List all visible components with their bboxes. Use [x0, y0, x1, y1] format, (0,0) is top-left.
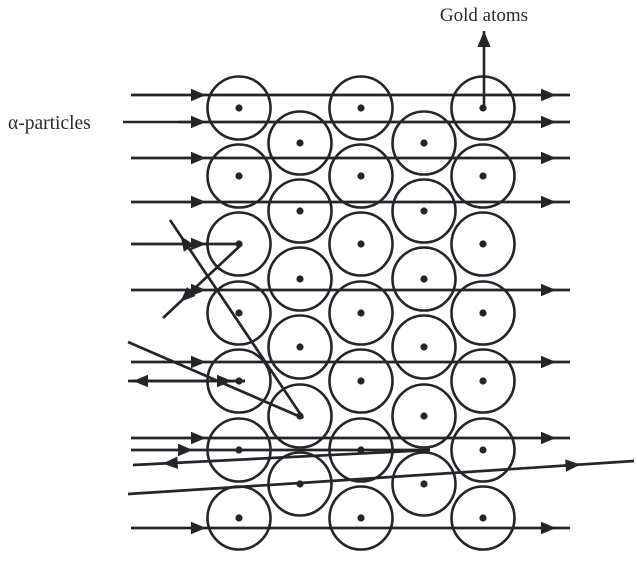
gold-atom-circle — [206, 280, 272, 346]
gold-atom-circle — [391, 110, 457, 176]
gold-atom-circle — [328, 280, 394, 346]
gold-atom-circle — [391, 314, 457, 380]
gold-atom-circle — [206, 75, 272, 141]
gold-atom-nucleus — [357, 514, 365, 522]
scatter-large-angle-up-outgoing-arrowhead — [180, 286, 196, 302]
gold-atom-nucleus — [479, 172, 487, 180]
gold-atom-circle — [328, 75, 394, 141]
annotation-pointers — [123, 31, 491, 124]
gold-atom-circle — [450, 348, 516, 414]
beam-row-8-arrowhead — [541, 521, 556, 535]
beam-row-2-arrowhead — [191, 115, 206, 129]
gold-atom-circle — [391, 178, 457, 244]
gold-atom-nucleus — [235, 309, 243, 317]
scatter-small-angle-outgoing — [299, 459, 635, 485]
beam-row-4-arrowhead — [541, 195, 556, 209]
beam-row-8-arrowhead — [191, 521, 206, 535]
gold-atom-nucleus — [235, 514, 243, 522]
gold-atom-circle — [267, 178, 333, 244]
gold-atom-nucleus — [235, 104, 243, 112]
gold-atom-circle — [267, 110, 333, 176]
scatter-slight-deflection-left-outgoing-arrowhead — [162, 456, 178, 469]
beam-row-1-arrowhead — [191, 88, 206, 102]
gold-atom-nucleus — [420, 275, 428, 283]
gold-atom-nucleus — [357, 240, 365, 248]
scatter-slight-deflection-left-incoming-arrowhead — [178, 443, 193, 457]
beam-row-5-arrowhead — [541, 283, 556, 297]
gold-atom-nucleus — [479, 514, 487, 522]
scatter-wide-angle-diagonal-outgoing — [168, 219, 305, 419]
scatter-backscatter-180-outgoing-arrowhead — [133, 374, 148, 388]
gold-atom-nucleus — [479, 240, 487, 248]
beam-row-4-arrowhead — [191, 195, 206, 209]
beam-row-7-arrowhead — [191, 431, 206, 445]
gold-atom-circle — [450, 417, 516, 483]
gold-atom-circle — [450, 280, 516, 346]
beam-row-6-arrowhead — [191, 355, 206, 369]
gold-atom-nucleus — [296, 139, 304, 147]
gold-atom-nucleus — [296, 343, 304, 351]
beam-row-3-arrowhead — [541, 151, 556, 165]
beam-row-7-arrowhead — [541, 431, 556, 445]
gold-atom-nucleus — [479, 446, 487, 454]
gold-atom-nucleus — [420, 412, 428, 420]
gold-atom-nucleus — [479, 377, 487, 385]
beam-row-1-arrowhead — [541, 88, 556, 102]
gold-atom-nucleus — [235, 172, 243, 180]
scatter-small-angle-outgoing-arrowhead — [565, 459, 581, 472]
alpha-particles-label: α-particles — [8, 113, 91, 134]
gold-atom-nucleus — [420, 343, 428, 351]
gold-atom-circle — [328, 485, 394, 551]
gold-atom-nucleus — [479, 309, 487, 317]
gold-atom-circle — [328, 211, 394, 277]
gold-atom-nucleus — [296, 275, 304, 283]
gold-atom-circle — [267, 246, 333, 312]
gold-atom-circle — [328, 348, 394, 414]
gold-atom-circle — [267, 383, 333, 449]
scatter-large-angle-up-outgoing — [162, 243, 243, 319]
scatter-slight-deflection-left-outgoing — [132, 448, 431, 467]
alpha-ray-paths — [127, 88, 635, 535]
gold-atom-nucleus — [357, 377, 365, 385]
gold-atom-nucleus — [296, 207, 304, 215]
gold-atom-circle — [391, 451, 457, 517]
gold-atom-nucleus — [357, 309, 365, 317]
scatter-small-angle-incoming — [127, 481, 301, 496]
gold-atom-circle — [391, 383, 457, 449]
gold-atom-circle — [206, 143, 272, 209]
gold-atom-nucleus — [357, 104, 365, 112]
gold-atom-circle — [450, 485, 516, 551]
gold-atom-circle — [450, 143, 516, 209]
gold-atoms-pointer-arrowhead — [477, 31, 491, 47]
gold-atom-nucleus — [420, 480, 428, 488]
scatter-wide-angle-diagonal-outgoing-arrowhead — [180, 235, 195, 252]
beam-row-3-arrowhead — [191, 151, 206, 165]
scatter-large-angle-up-incoming-arrowhead — [191, 237, 206, 251]
gold-atom-nucleus — [420, 139, 428, 147]
gold-atom-circle — [391, 246, 457, 312]
gold-atom-circle — [267, 314, 333, 380]
gold-atom-circle — [450, 211, 516, 277]
gold-atom-nucleus — [357, 172, 365, 180]
beam-row-2-arrowhead — [541, 115, 556, 129]
gold-atom-circle — [328, 143, 394, 209]
gold-atom-nucleus — [420, 207, 428, 215]
gold-atoms-label: Gold atoms — [440, 5, 528, 26]
beam-row-6-arrowhead — [541, 355, 556, 369]
